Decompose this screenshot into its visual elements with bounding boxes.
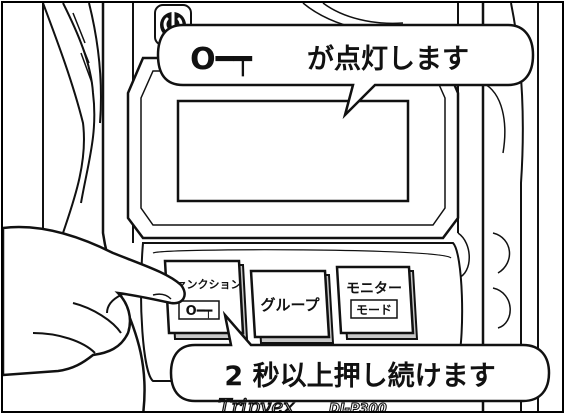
side-grip [42, 3, 102, 234]
model-name: DJ-P300 [329, 402, 387, 413]
top-callout: O━┯ が点灯します [156, 23, 535, 120]
brand-logo: Tripvex [218, 394, 295, 413]
bottom-callout-text: 2 秒以上押し続けます [224, 361, 495, 392]
device-branding: Tripvex DJ-P300 [217, 393, 387, 413]
radio-illustration: ファンクション O━┯ グループ モニター モード O━┯ が点灯します 2 秒… [3, 3, 551, 413]
group-button-label: グループ [260, 296, 320, 314]
monitor-button[interactable]: モニター モード [335, 265, 419, 340]
key-lock-icon: O━┯ [186, 304, 213, 319]
display [126, 56, 460, 240]
pointing-hand [3, 225, 186, 377]
group-button[interactable]: グループ [249, 269, 335, 344]
monitor-button-label: モニター [346, 281, 402, 297]
top-callout-text: が点灯します [307, 43, 469, 75]
key-lock-icon-large: O━┯ [190, 42, 253, 77]
bottom-callout: 2 秒以上押し続けます [169, 310, 551, 403]
monitor-button-sublabel: モード [356, 303, 392, 317]
